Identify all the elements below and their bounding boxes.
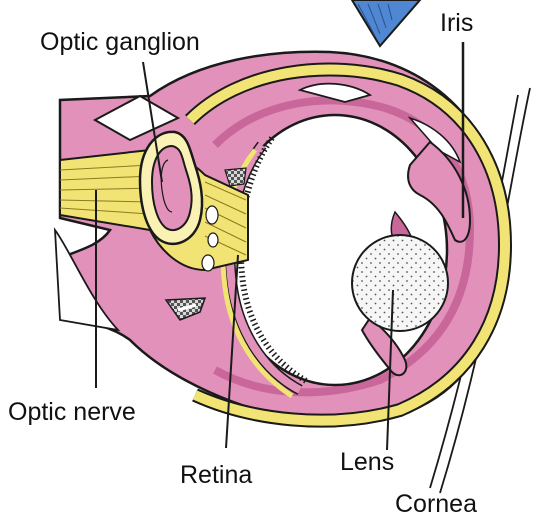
label-lens: Lens bbox=[340, 448, 394, 476]
label-optic-ganglion: Optic ganglion bbox=[40, 28, 200, 56]
blue-fin bbox=[352, 0, 420, 46]
label-optic-nerve: Optic nerve bbox=[8, 398, 136, 426]
label-cornea: Cornea bbox=[395, 490, 477, 518]
label-iris: Iris bbox=[440, 9, 473, 37]
label-retina: Retina bbox=[180, 461, 252, 489]
